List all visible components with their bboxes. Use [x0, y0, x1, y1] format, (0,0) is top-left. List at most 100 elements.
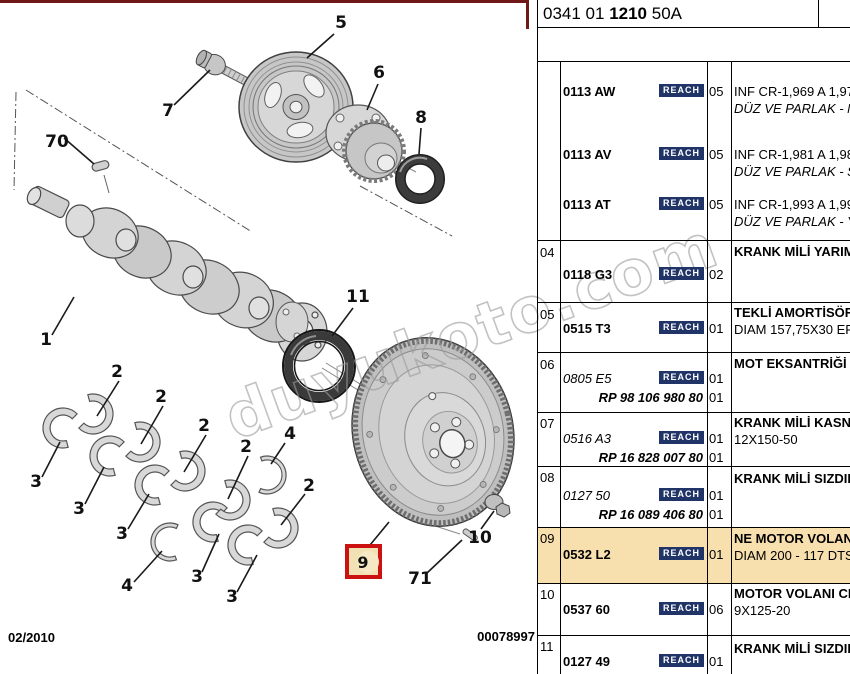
row-number: 08 — [540, 470, 555, 485]
part-code-suffix: 50A — [647, 4, 682, 23]
part-number[interactable]: 0113 AW — [563, 84, 616, 99]
table-grid-line — [537, 412, 850, 413]
bearing-shells-illustration — [37, 391, 304, 568]
desc-line: DÜZ VE PARLAK - Sİ — [734, 164, 850, 179]
qty-cell: 01 — [709, 371, 724, 386]
reach-badge[interactable]: REACH — [659, 84, 704, 97]
table-grid-line — [537, 352, 850, 353]
desc-line: 9X125-20 — [734, 603, 791, 618]
table-grid-line — [537, 466, 850, 467]
table-grid-line — [537, 635, 850, 636]
desc-line: TEKLİ AMORTİSÖR K — [734, 305, 850, 320]
qty-cell: 02 — [709, 267, 724, 282]
replacement-part-number[interactable]: RP 98 106 980 80 — [598, 390, 703, 405]
row-number: 05 — [540, 307, 555, 322]
part-number[interactable]: 0532 L2 — [563, 547, 611, 562]
table-grid-line — [560, 61, 561, 674]
desc-line: MOTOR VOLANI CIVA — [734, 586, 850, 601]
reach-badge[interactable]: REACH — [659, 371, 704, 384]
table-grid-line — [537, 61, 850, 62]
desc-line: DIAM 200 - 117 DTS — [734, 548, 850, 563]
flywheel-bolt-illustration — [484, 494, 511, 518]
part-number[interactable]: 0515 T3 — [563, 321, 611, 336]
qty-cell: 01 — [709, 390, 724, 405]
replacement-part-number[interactable]: RP 16 828 007 80 — [598, 450, 703, 465]
top-red-bar — [0, 0, 529, 3]
sprocket-illustration — [325, 104, 406, 183]
part-code-main: 1210 — [609, 4, 648, 23]
reach-badge[interactable]: REACH — [659, 488, 704, 501]
callout-10: 10 — [468, 528, 492, 548]
desc-line: DÜZ VE PARLAK - M — [734, 101, 850, 116]
qty-cell: 01 — [709, 431, 724, 446]
part-code-prefix: 0341 01 — [543, 4, 610, 23]
table-grid-line — [537, 527, 850, 528]
callout-8: 8 — [415, 108, 427, 128]
row-number: 09 — [540, 531, 555, 546]
flywheel-illustration — [351, 337, 515, 527]
callout-9: 9 — [357, 553, 368, 572]
callout-4: 4 — [284, 424, 296, 444]
table-grid-line — [537, 240, 850, 241]
qty-cell: 01 — [709, 321, 724, 336]
part-number[interactable]: 0537 60 — [563, 602, 610, 617]
part-number[interactable]: 0127 50 — [563, 488, 610, 503]
callout-2: 2 — [303, 476, 315, 496]
reach-badge[interactable]: REACH — [659, 602, 704, 615]
callout-5: 5 — [335, 13, 347, 33]
part-number[interactable]: 0113 AV — [563, 147, 612, 162]
reach-badge[interactable]: REACH — [659, 321, 704, 334]
callout-70: 70 — [45, 132, 69, 152]
desc-line: NE MOTOR VOLANI — [734, 531, 850, 546]
part-number[interactable]: 0516 A3 — [563, 431, 611, 446]
desc-line: DIAM 157,75X30 EP 3 — [734, 322, 850, 337]
part-number[interactable]: 0805 E5 — [563, 371, 612, 386]
callout-2: 2 — [155, 387, 167, 407]
row-number: 06 — [540, 357, 555, 372]
desc-line: KRANK MİLİ KASNAĞ — [734, 415, 850, 430]
callout-3: 3 — [30, 472, 42, 492]
part-number[interactable]: 0118 G3 — [563, 267, 613, 282]
reach-badge[interactable]: REACH — [659, 147, 704, 160]
part-number[interactable]: 0113 AT — [563, 197, 611, 212]
desc-line: KRANK MİLİ YARIM F — [734, 244, 850, 259]
qty-cell: 01 — [709, 450, 724, 465]
row-number: 07 — [540, 416, 555, 431]
reach-badge[interactable]: REACH — [659, 654, 704, 667]
desc-line: INF CR-1,993 A 1,999 — [734, 197, 850, 212]
qty-cell: 01 — [709, 488, 724, 503]
desc-line: KRANK MİLİ SIZDIRM — [734, 641, 850, 656]
qty-cell: 05 — [709, 147, 724, 162]
qty-cell: 06 — [709, 602, 724, 617]
table-grid-line — [707, 61, 708, 674]
table-grid-line — [537, 0, 538, 674]
reach-badge[interactable]: REACH — [659, 267, 704, 280]
callout-3: 3 — [191, 567, 203, 587]
replacement-part-number[interactable]: RP 16 089 406 80 — [598, 507, 703, 522]
dowel-pin-illustration — [462, 528, 478, 542]
revision-date: 02/2010 — [8, 630, 55, 645]
exploded-diagram: 5 7 70 6 8 1 11 10 71 2 2 2 2 2 3 3 3 3 … — [0, 0, 529, 607]
parts-table: 0341 01 1210 50A 0113 AW REACH 05 INF CR… — [537, 0, 850, 674]
front-seal-illustration — [395, 154, 445, 204]
desc-line: MOT EKSANTRİĞİ Pİ — [734, 356, 850, 371]
pulley-bolt-illustration — [195, 49, 250, 86]
callout-1: 1 — [40, 330, 52, 350]
desc-line: INF CR-1,969 A 1,975 — [734, 84, 850, 99]
callout-71: 71 — [408, 569, 432, 589]
page-part-code: 0341 01 1210 50A — [543, 4, 682, 24]
key-illustration — [91, 160, 110, 194]
document-number: 00078997 — [477, 629, 535, 644]
callout-3: 3 — [116, 524, 128, 544]
qty-cell: 01 — [709, 654, 724, 669]
part-number[interactable]: 0127 49 — [563, 654, 610, 669]
reach-badge[interactable]: REACH — [659, 197, 704, 210]
callout-9-highlight-box[interactable]: 9 — [345, 544, 382, 579]
callout-7: 7 — [162, 101, 174, 121]
desc-line: DÜZ VE PARLAK - YE — [734, 214, 850, 229]
reach-badge[interactable]: REACH — [659, 431, 704, 444]
reach-badge[interactable]: REACH — [659, 547, 704, 560]
desc-line: 12X150-50 — [734, 432, 798, 447]
row-number: 04 — [540, 245, 555, 260]
